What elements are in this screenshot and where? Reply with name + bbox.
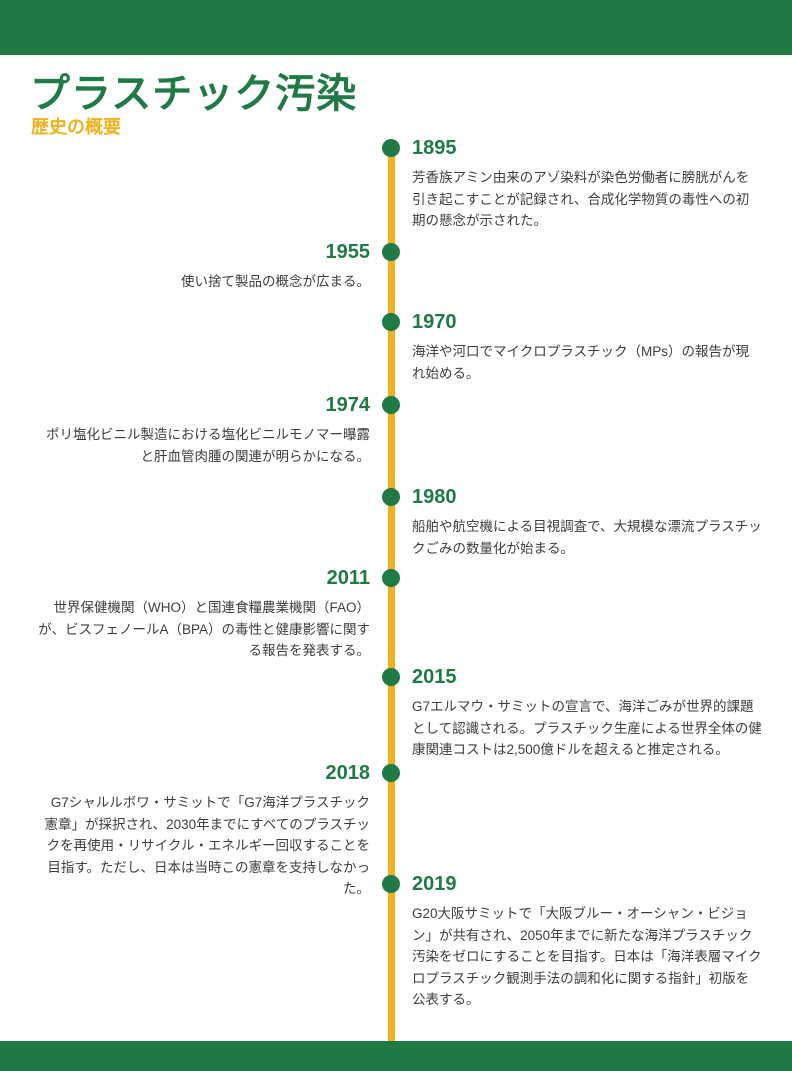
timeline-dot — [382, 569, 400, 587]
timeline-entry: 1970 海洋や河口でマイクロプラスチック（MPs）の報告が現れ始める。 — [382, 308, 762, 384]
entry-text: G20大阪サミットで「大阪ブルー・オーシャン・ビジョン」が共有され、2050年ま… — [412, 906, 762, 1008]
timeline-entry: 1980 船舶や航空機による目視調査で、大規模な漂流プラスチックごみの数量化が始… — [382, 483, 762, 559]
entry-text: ポリ塩化ビニル製造における塩化ビニルモノマー曝露と肝血管肉腫の関連が明らかになる… — [46, 427, 370, 464]
timeline-entry: 1955 使い捨て製品の概念が広まる。 — [38, 238, 400, 293]
entry-year: 2019 — [412, 873, 457, 895]
entry-year: 2015 — [412, 666, 457, 688]
entry-text: 世界保健機関（WHO）と国連食糧農業機関（FAO）が、ビスフェノールA（BPA）… — [38, 600, 370, 659]
timeline-entry: 2011 世界保健機関（WHO）と国連食糧農業機関（FAO）が、ビスフェノールA… — [38, 564, 400, 662]
timeline-dot — [382, 139, 400, 157]
entry-text: G7シャルルボワ・サミットで「G7海洋プラスチック憲章」が採択され、2030年ま… — [44, 795, 370, 897]
entry-year: 2011 — [326, 567, 370, 589]
timeline-dot — [382, 764, 400, 782]
timeline-entry: 1895 芳香族アミン由来のアゾ染料が染色労働者に膀胱がんを引き起こすことが記録… — [382, 134, 762, 232]
timeline-entry: 2015 G7エルマウ・サミットの宣言で、海洋ごみが世界的課題として認識される。… — [382, 663, 762, 761]
entry-text: 使い捨て製品の概念が広まる。 — [181, 274, 370, 289]
timeline-entry: 2019 G20大阪サミットで「大阪ブルー・オーシャン・ビジョン」が共有され、2… — [382, 870, 762, 1011]
entry-year: 1974 — [325, 394, 371, 416]
page-title: プラスチック汚染 — [30, 72, 358, 116]
entry-text: G7エルマウ・サミットの宣言で、海洋ごみが世界的課題として認識される。プラスチッ… — [412, 699, 762, 758]
timeline-dot — [382, 668, 400, 686]
bottom-bar — [0, 1041, 792, 1071]
timeline-entry: 2018 G7シャルルボワ・サミットで「G7海洋プラスチック憲章」が採択され、2… — [38, 759, 400, 900]
timeline-entry: 1974 ポリ塩化ビニル製造における塩化ビニルモノマー曝露と肝血管肉腫の関連が明… — [38, 391, 400, 467]
entry-year: 2018 — [325, 762, 371, 784]
timeline-line — [388, 148, 395, 1041]
entry-year: 1980 — [412, 486, 457, 508]
timeline-dot — [382, 875, 400, 893]
page-subtitle: 歴史の概要 — [31, 117, 121, 137]
timeline-dot — [382, 396, 400, 414]
timeline-dot — [382, 313, 400, 331]
entry-text: 船舶や航空機による目視調査で、大規模な漂流プラスチックごみの数量化が始まる。 — [412, 519, 762, 556]
timeline-dot — [382, 243, 400, 261]
timeline-dot — [382, 488, 400, 506]
entry-year: 1970 — [412, 311, 457, 333]
entry-year: 1955 — [325, 241, 371, 263]
top-bar — [0, 0, 792, 55]
entry-text: 芳香族アミン由来のアゾ染料が染色労働者に膀胱がんを引き起こすことが記録され、合成… — [412, 170, 750, 229]
entry-year: 1895 — [412, 137, 457, 159]
entry-text: 海洋や河口でマイクロプラスチック（MPs）の報告が現れ始める。 — [412, 344, 749, 381]
